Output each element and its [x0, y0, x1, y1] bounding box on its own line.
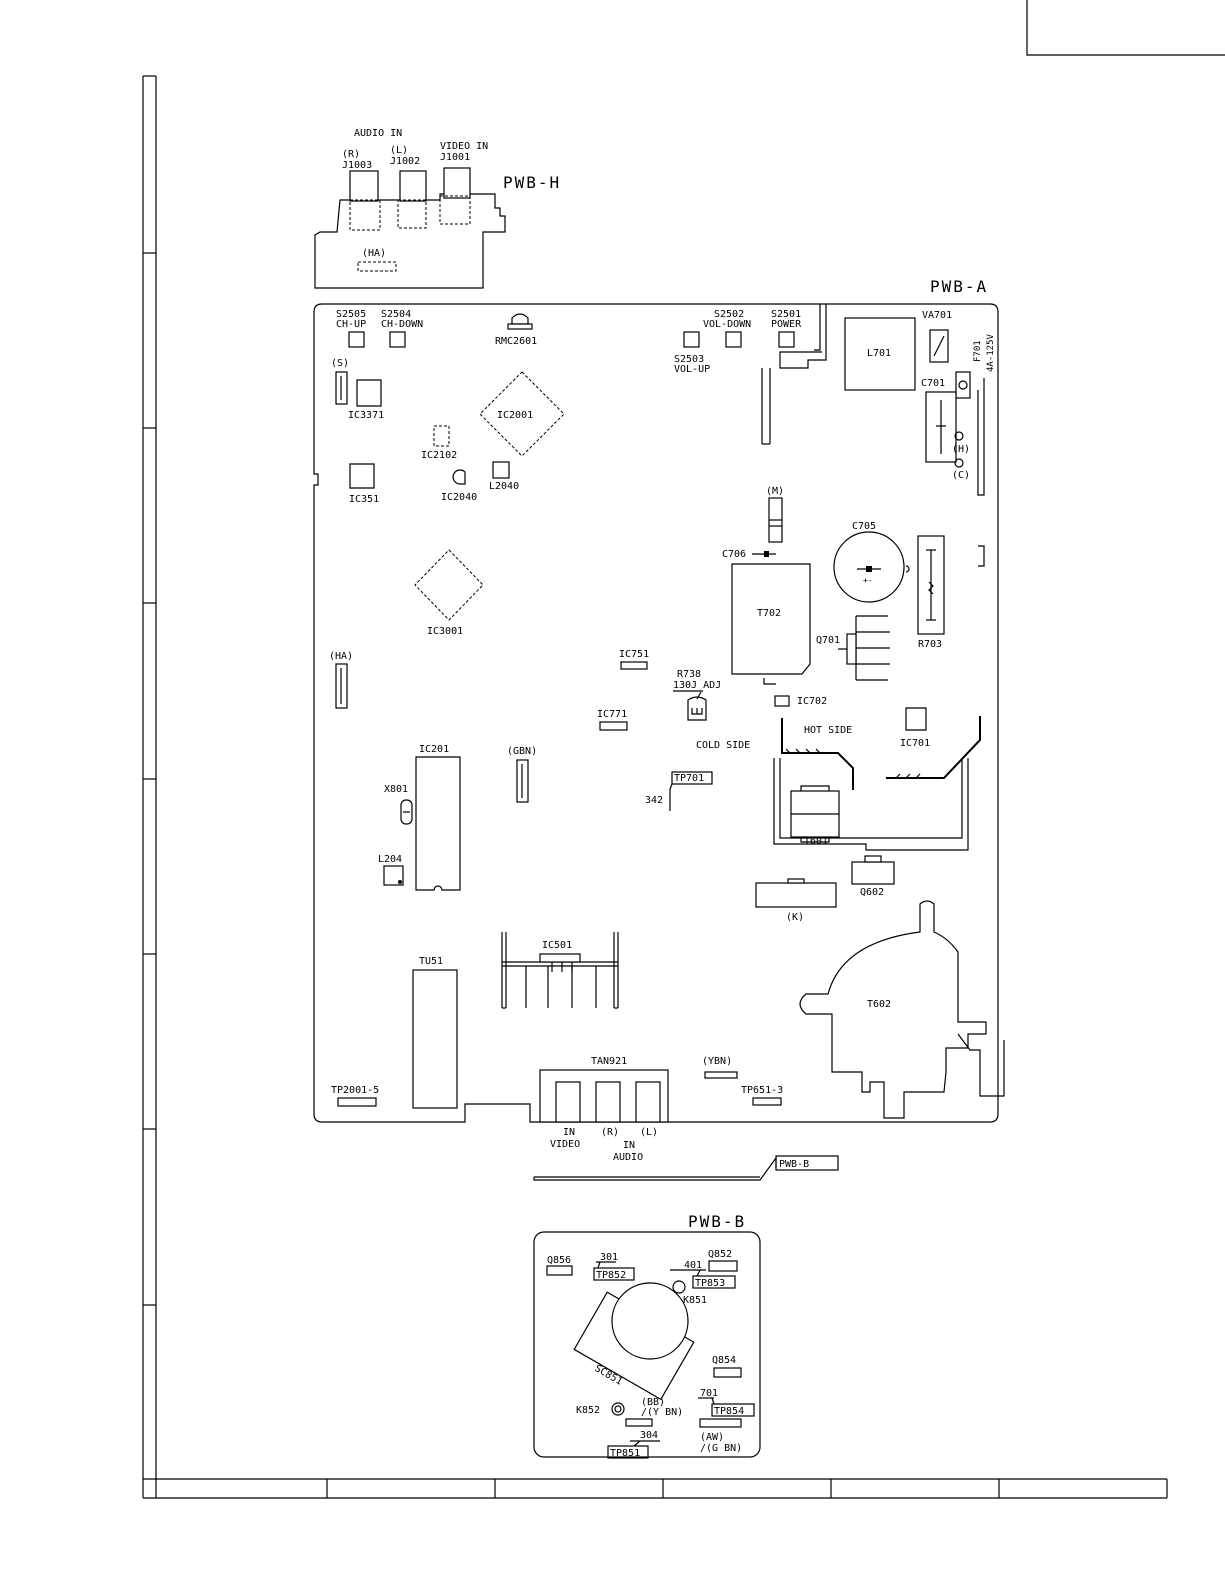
tan921-label: TAN921: [591, 1056, 627, 1067]
s2503-label: S2503: [674, 354, 704, 365]
ic3001-label: IC3001: [427, 626, 463, 637]
g-bn-label: /(G BN): [700, 1443, 742, 1454]
hot-side-label: HOT SIDE: [804, 725, 852, 736]
tu51-label: TU51: [419, 956, 443, 967]
k-connector-label: (K): [786, 912, 804, 923]
in-video-label-1: IN: [563, 1127, 575, 1138]
vol-down-label: VOL-DOWN: [703, 319, 751, 330]
tp854-label: TP854: [714, 1406, 744, 1417]
ic3371-label: IC3371: [348, 410, 384, 421]
cold-side-label: COLD SIDE: [696, 740, 750, 751]
tp851-value: 304: [640, 1430, 658, 1441]
q852-label: Q852: [708, 1249, 732, 1260]
pwb-h-board: PWB-H AUDIO IN VIDEO IN (R) (L) J1003 J1…: [314, 128, 561, 289]
ic351-label: IC351: [349, 494, 379, 505]
s2505-label: S2505: [336, 309, 366, 320]
ic751-label: IC751: [619, 649, 649, 660]
q854-label: Q854: [712, 1355, 736, 1366]
r703-label: R703: [918, 639, 942, 650]
in-audio-label-1: IN: [623, 1140, 635, 1151]
x801-label: X801: [384, 784, 408, 795]
tp851-label: TP851: [610, 1448, 640, 1459]
l-in-label: (L): [640, 1127, 658, 1138]
m-connector-label: (M): [766, 486, 784, 497]
j1001-label: J1001: [440, 152, 470, 163]
ic501-label: IC501: [542, 940, 572, 951]
q602-label: Q602: [860, 887, 884, 898]
tp2001-5-label: TP2001-5: [331, 1085, 379, 1096]
ch-up-label: CH-UP: [336, 319, 366, 330]
c701-label: C701: [921, 378, 945, 389]
in-video-label-2: VIDEO: [550, 1139, 580, 1150]
tp854-value: 701: [700, 1388, 718, 1399]
pwb-a-title: PWB-A: [930, 277, 988, 296]
r738-adj-label: 130J ADJ: [673, 680, 721, 691]
power-label: POWER: [771, 319, 802, 330]
ic701-label: IC701: [900, 738, 930, 749]
s2502-label: S2502: [714, 309, 744, 320]
ha-a-connector-label: (HA): [329, 651, 353, 662]
ha-connector-label: (HA): [362, 248, 386, 259]
tp651-3-label: TP651-3: [741, 1085, 783, 1096]
ybn-connector-label: (YBN): [702, 1056, 732, 1067]
pwb-b-ref-label: PWB-B: [779, 1159, 809, 1170]
tp701-label: TP701: [674, 773, 704, 784]
tp701-value: 342: [645, 795, 663, 806]
s-connector-label: (S): [331, 358, 349, 369]
audio-in-label: AUDIO IN: [354, 128, 402, 139]
s2501-label: S2501: [771, 309, 801, 320]
j1003-label: J1003: [342, 160, 372, 171]
f701-label: F701: [973, 340, 983, 362]
pwb-h-title: PWB-H: [503, 173, 561, 192]
f701-rating-label: 4A-125V: [986, 333, 996, 372]
t702-label: T702: [757, 608, 781, 619]
bb-connector-label: (BB): [641, 1397, 665, 1408]
ic2001-label: IC2001: [497, 410, 533, 421]
l2040-label: L2040: [489, 481, 519, 492]
l-channel-label: (L): [390, 145, 408, 156]
s2504-label: S2504: [381, 309, 411, 320]
in-audio-label-2: AUDIO: [613, 1152, 643, 1163]
h-point-label: (H): [952, 444, 970, 455]
r738-label: R738: [677, 669, 701, 680]
j1002-label: J1002: [390, 156, 420, 167]
ic201-label: IC201: [419, 744, 449, 755]
c705-polarity: +-: [863, 576, 873, 585]
pwb-a-board: PWB-A S2505 CH-UP S2504 CH-DOWN S2502 VO…: [313, 277, 1005, 1163]
c706-label: C706: [722, 549, 746, 560]
r-in-label: (R): [601, 1127, 619, 1138]
pwb-b-board: PWB-B Q856 301 TP852 Q852 401 TP853 K851…: [533, 1212, 761, 1459]
c705-label: C705: [852, 521, 876, 532]
tp852-label: TP852: [596, 1270, 626, 1281]
q856-label: Q856: [547, 1255, 571, 1266]
gbn-connector-label: (GBN): [507, 746, 537, 757]
pwb-b-reference: PWB-B: [533, 1155, 839, 1181]
ch-down-label: CH-DOWN: [381, 319, 423, 330]
q701-label: Q701: [816, 635, 840, 646]
k852-label: K852: [576, 1405, 600, 1416]
c-point-label: (C): [952, 470, 970, 481]
ic2102-label: IC2102: [421, 450, 457, 461]
y-bn-label: /(Y BN): [641, 1407, 683, 1418]
ic771-label: IC771: [597, 709, 627, 720]
l204-label: L204: [378, 854, 402, 865]
video-in-label: VIDEO IN: [440, 141, 488, 152]
l701-label: L701: [867, 348, 891, 359]
aw-connector-label: (AW): [700, 1432, 724, 1443]
va701-label: VA701: [922, 310, 952, 321]
k851-label: K851: [683, 1295, 707, 1306]
t601-label: T601: [804, 836, 828, 847]
ic702-label: IC702: [797, 696, 827, 707]
pwb-b-title: PWB-B: [688, 1212, 746, 1231]
tp853-label: TP853: [695, 1278, 725, 1289]
page-frame: [142, 0, 1225, 1499]
r-channel-label: (R): [342, 149, 360, 160]
vol-up-label: VOL-UP: [674, 364, 710, 375]
tp852-value: 301: [600, 1252, 618, 1263]
tp853-value: 401: [684, 1260, 702, 1271]
rmc2601-label: RMC2601: [495, 336, 537, 347]
t602-label: T602: [867, 999, 891, 1010]
ic2040-label: IC2040: [441, 492, 477, 503]
